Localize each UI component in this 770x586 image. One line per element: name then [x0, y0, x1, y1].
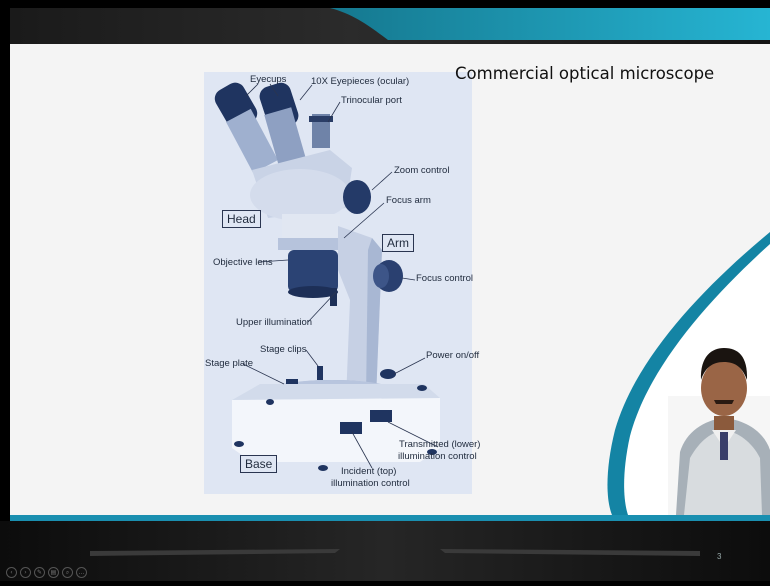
label-trinocular-port: Trinocular port — [341, 96, 402, 106]
label-incident-line2: illumination control — [331, 479, 410, 489]
label-focus-control: Focus control — [416, 274, 473, 284]
label-zoom-control: Zoom control — [394, 166, 449, 176]
label-base: Base — [240, 455, 277, 473]
more-icon[interactable]: … — [76, 567, 87, 578]
label-power-switch: Power on/off — [426, 351, 479, 361]
label-stage-plate: Stage plate — [205, 359, 253, 369]
label-stage-clips: Stage clips — [260, 345, 306, 355]
prev-icon[interactable]: ‹ — [6, 567, 17, 578]
label-eyecups: Eyecups — [250, 75, 286, 85]
label-head: Head — [222, 210, 261, 228]
label-upper-illumination: Upper illumination — [236, 318, 312, 328]
pen-icon[interactable]: ✎ — [34, 567, 45, 578]
pages-icon[interactable]: ▤ — [48, 567, 59, 578]
label-incident-line1: Incident (top) — [341, 467, 396, 477]
label-transmitted-line1: Transmitted (lower) — [399, 440, 480, 450]
label-objective-lens: Objective lens — [213, 258, 273, 268]
label-arm: Arm — [382, 234, 414, 252]
next-icon[interactable]: › — [20, 567, 31, 578]
slide-nav-toolbar: ‹ › ✎ ▤ ⌕ … — [6, 567, 87, 578]
zoom-icon[interactable]: ⌕ — [62, 567, 73, 578]
label-focus-arm: Focus arm — [386, 196, 431, 206]
label-transmitted-line2: illumination control — [398, 452, 477, 462]
slide-title: Commercial optical microscope — [455, 64, 714, 83]
page-number: 3 — [717, 552, 721, 561]
label-eyepieces: 10X Eyepieces (ocular) — [311, 77, 409, 87]
